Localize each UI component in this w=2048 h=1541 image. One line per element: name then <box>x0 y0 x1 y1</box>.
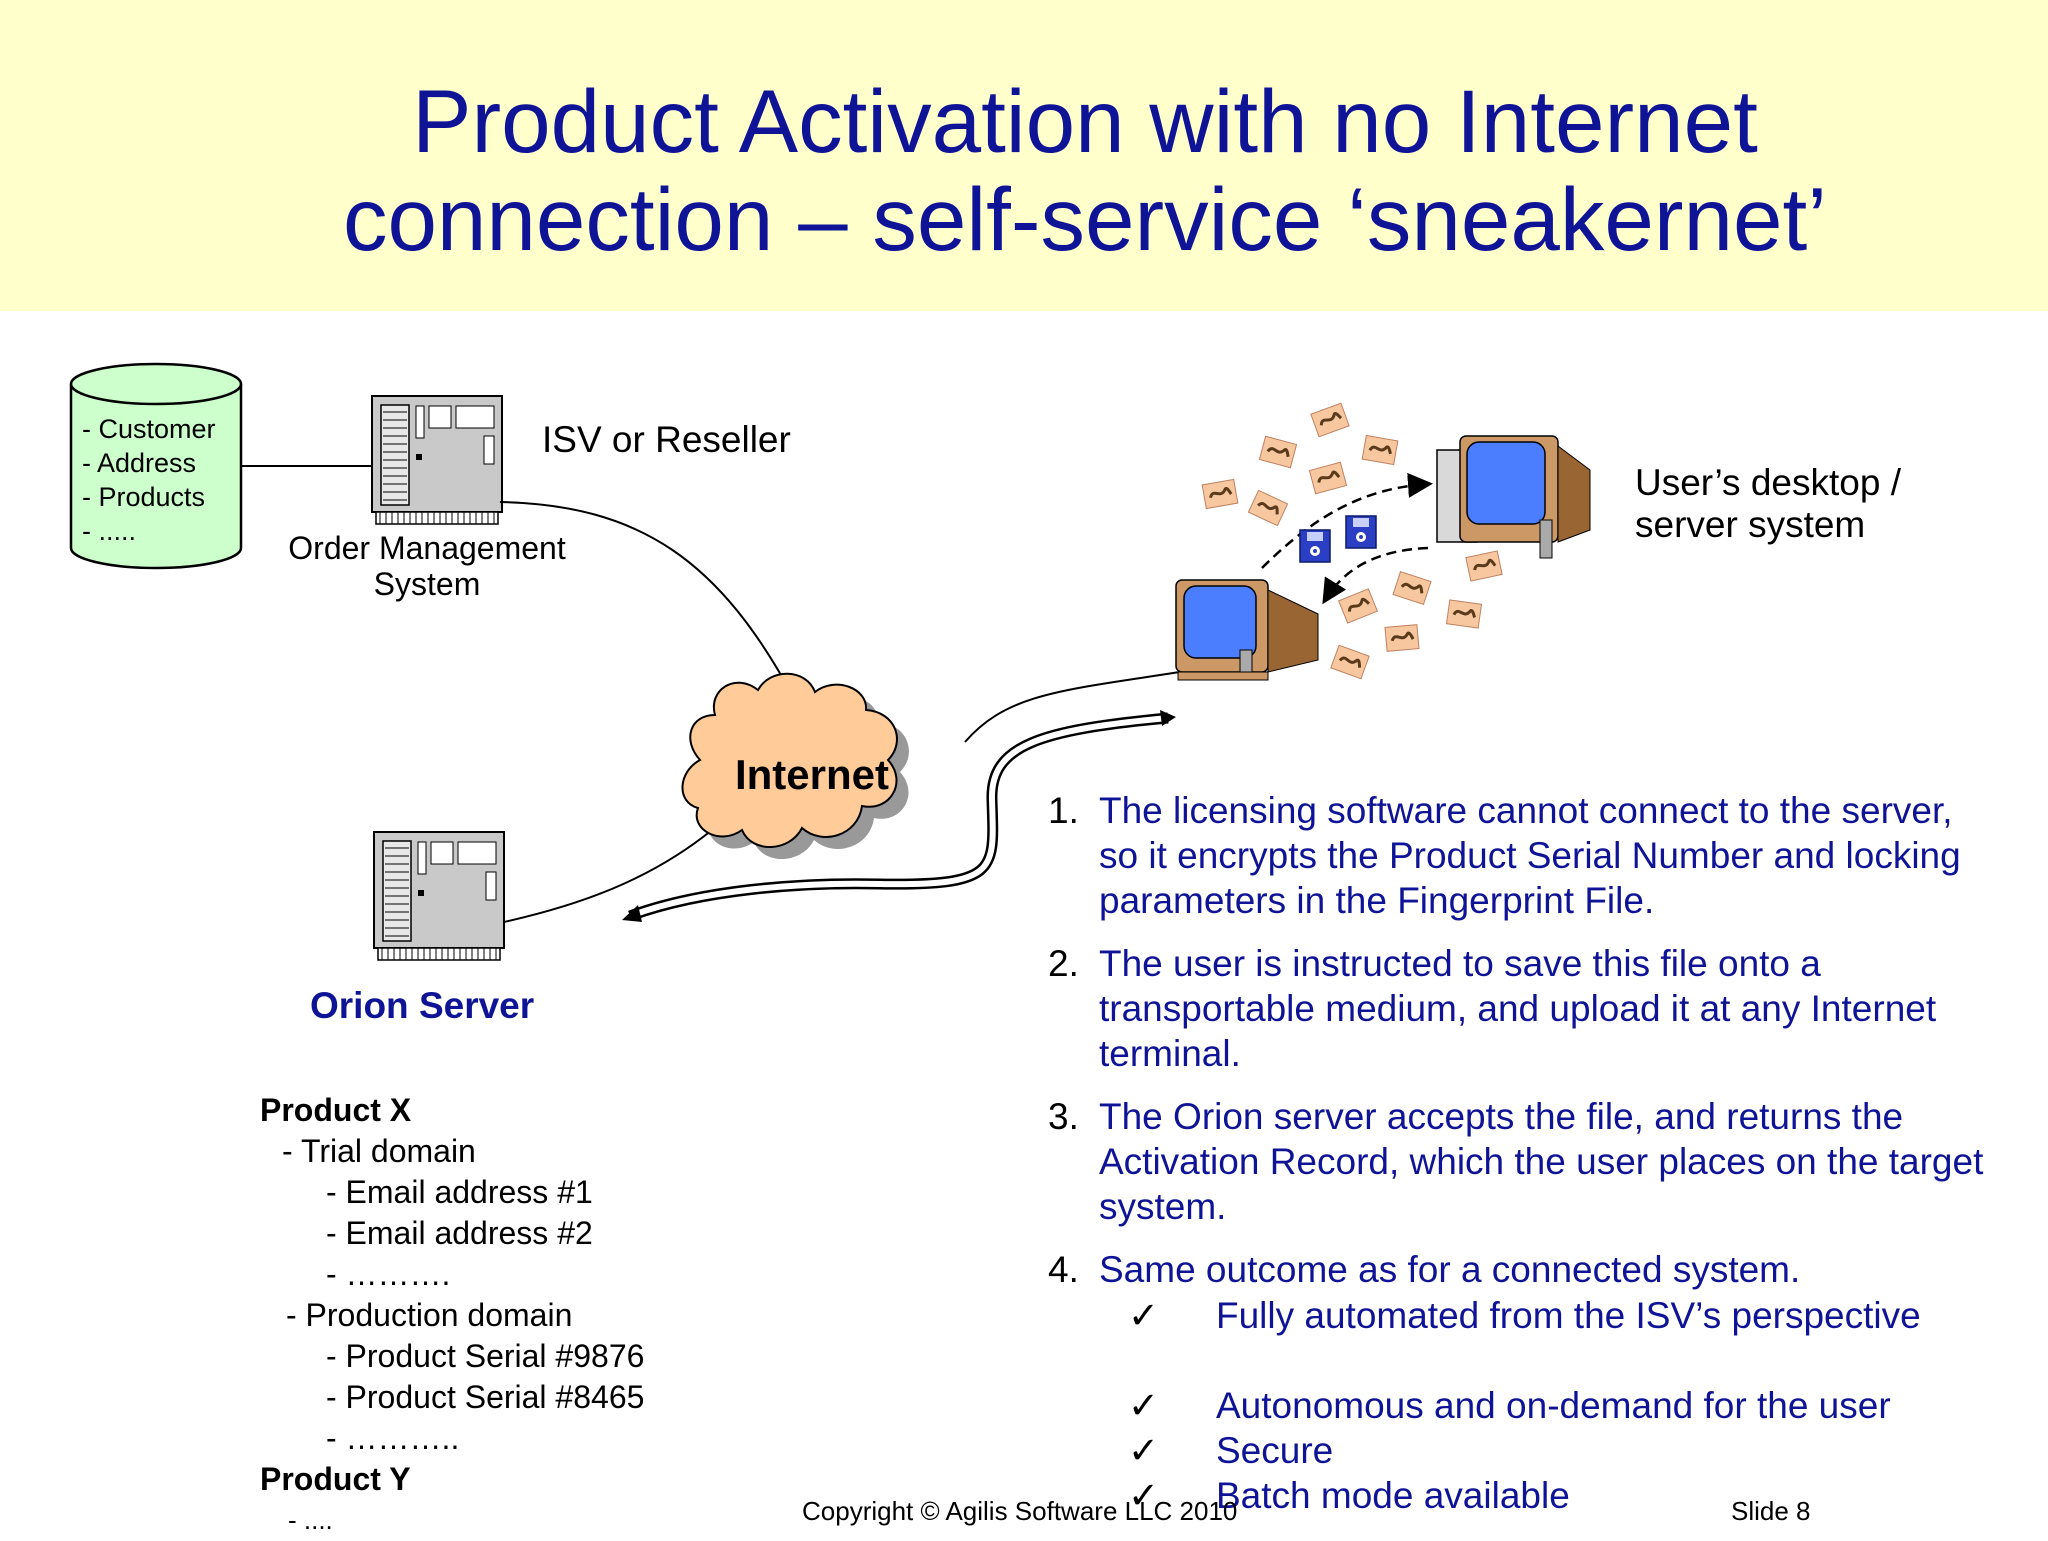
check-item-4-text: Batch mode available <box>1216 1475 1570 1516</box>
user-system-label: User’s desktop / server system <box>1635 462 1901 546</box>
desktop-computer-icon <box>1436 435 1591 559</box>
email-address-more: - ………. <box>326 1256 451 1292</box>
user-system-label-line-2: server system <box>1635 504 1866 545</box>
production-domain: - Production domain <box>286 1297 573 1333</box>
email-address-1: - Email address #1 <box>326 1174 593 1210</box>
step-1: 1. The licensing software cannot connect… <box>1048 788 1988 923</box>
step-2: 2. The user is instructed to save this f… <box>1048 941 1988 1076</box>
step-4-text: Same outcome as for a connected system. <box>1099 1249 1801 1290</box>
product-y-more: - .... <box>288 1505 333 1535</box>
trial-domain: - Trial domain <box>282 1133 476 1169</box>
upload-arrow <box>1261 472 1433 569</box>
db-item-more: - ..... <box>82 516 136 546</box>
orion-to-internet-link <box>503 829 713 923</box>
db-item-products: - Products <box>82 482 206 512</box>
internet-cloud-icon <box>681 672 909 860</box>
product-y-heading: Product Y <box>260 1461 411 1497</box>
slide-title: Product Activation with no Internet conn… <box>0 72 2048 268</box>
floppy-disk-icon <box>1299 529 1331 563</box>
order-management-server-icon <box>371 395 503 525</box>
title-band <box>0 0 2048 311</box>
checkmark-icon: ✓ <box>1128 1385 1160 1426</box>
step-3-text: The Orion server accepts the file, and r… <box>1099 1096 1984 1227</box>
check-item-3-text: Secure <box>1216 1430 1334 1471</box>
checkmark-icon: ✓ <box>1128 1475 1160 1516</box>
product-serial-1: - Product Serial #9876 <box>326 1338 645 1374</box>
order-management-label: Order Management System <box>288 530 566 602</box>
customer-database-icon <box>69 362 243 570</box>
internet-to-desktop-link <box>964 667 1206 743</box>
step-1-text: The licensing software cannot connect to… <box>1099 790 1961 921</box>
check-item-4: ✓ Batch mode available <box>1128 1473 1988 1518</box>
step-4: 4. Same outcome as for a connected syste… <box>1048 1247 1988 1292</box>
check-item-2: ✓ Autonomous and on-demand for the user <box>1128 1383 1988 1428</box>
title-line-2: connection – self-service ‘sneakernet’ <box>342 169 1828 269</box>
product-serial-2: - Product Serial #8465 <box>326 1379 645 1415</box>
title-line-1: Product Activation with no Internet <box>412 71 1758 171</box>
user-computer-icon <box>1175 579 1319 681</box>
isv-reseller-label: ISV or Reseller <box>542 419 791 460</box>
step-3: 3. The Orion server accepts the file, an… <box>1048 1094 1988 1229</box>
checkmark-icon: ✓ <box>1128 1430 1160 1471</box>
email-address-2: - Email address #2 <box>326 1215 593 1251</box>
product-x-heading: Product X <box>260 1092 412 1128</box>
orion-server-label: Orion Server <box>310 985 535 1026</box>
step-3-number: 3. <box>1048 1096 1079 1137</box>
step-2-text: The user is instructed to save this file… <box>1099 943 1937 1074</box>
check-item-1-text: Fully automated from the ISV’s perspecti… <box>1216 1295 1921 1336</box>
step-4-number: 4. <box>1048 1249 1079 1290</box>
oms-to-internet-link <box>499 501 796 701</box>
orion-server-icon <box>373 831 505 961</box>
check-item-2-text: Autonomous and on-demand for the user <box>1216 1385 1891 1426</box>
internet-label: Internet <box>734 751 889 798</box>
floppy-disk-icon <box>1345 515 1377 549</box>
sneakernet-double-arrow <box>622 710 1176 922</box>
check-item-3: ✓ Secure <box>1128 1428 1988 1473</box>
step-1-number: 1. <box>1048 790 1079 831</box>
step-2-number: 2. <box>1048 943 1079 984</box>
db-item-address: - Address <box>82 448 197 478</box>
copyright-text: Copyright © Agilis Software LLC 2010 <box>802 1496 1238 1526</box>
slide-number: Slide 8 <box>1731 1496 1811 1526</box>
db-item-customer: - Customer <box>82 414 216 444</box>
product-serial-more: - ……….. <box>326 1420 460 1456</box>
checkmark-icon: ✓ <box>1128 1295 1160 1336</box>
check-item-1: ✓ Fully automated from the ISV’s perspec… <box>1128 1293 1988 1338</box>
user-system-label-line-1: User’s desktop / <box>1635 462 1901 503</box>
